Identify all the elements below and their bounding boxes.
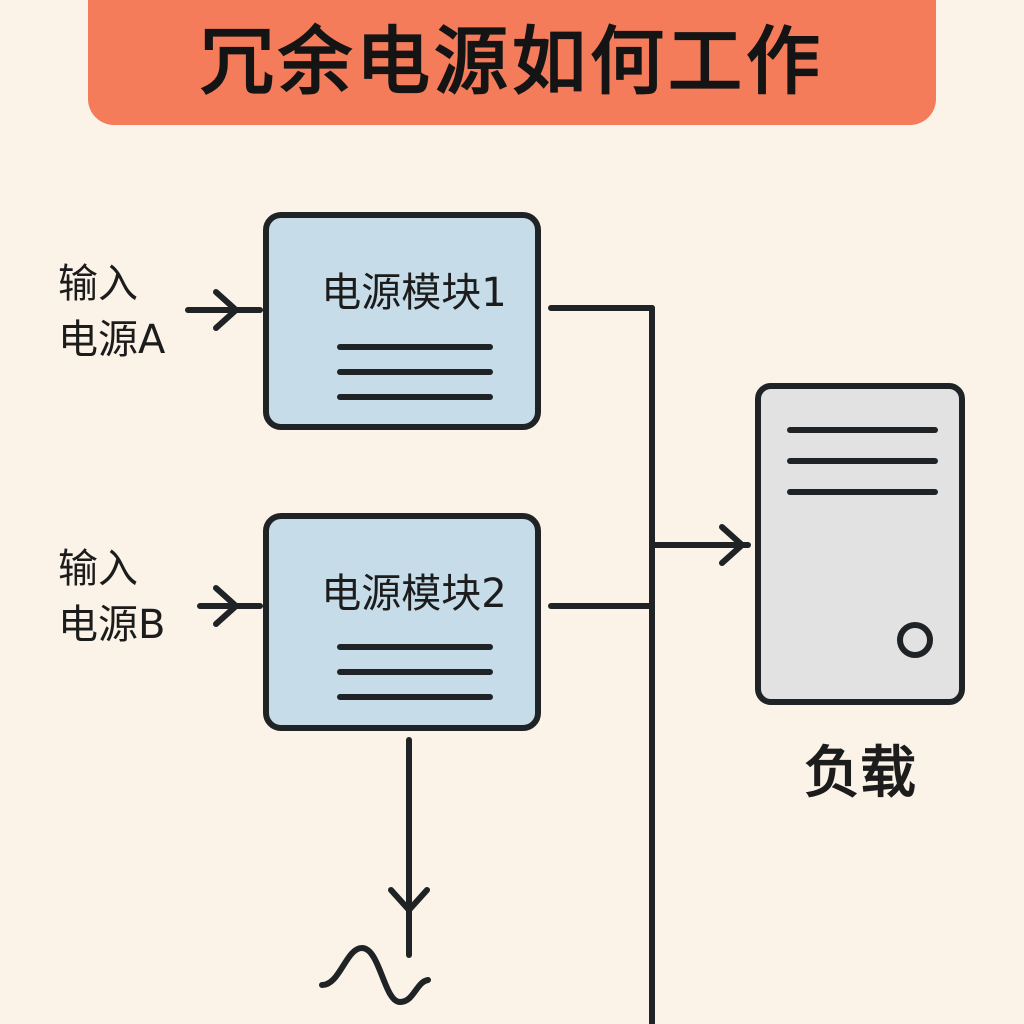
power-module-1-label: 电源模块1 [321, 270, 507, 316]
input-b-line2: 电源B [58, 602, 166, 648]
power-module-1: 电源模块1 [263, 212, 541, 430]
page-title: 冗余电源如何工作 [200, 19, 824, 105]
title-banner [88, 0, 936, 125]
input-b-line1: 输入 [58, 546, 138, 592]
power-button-icon [897, 622, 933, 658]
load-server [755, 383, 965, 705]
input-a-line2: 电源A [58, 317, 166, 363]
input-label-a: 输入 电源A [58, 256, 165, 368]
ac-wave-icon [319, 945, 431, 1005]
input-a-line1: 输入 [58, 261, 138, 307]
power-module-2-label: 电源模块2 [321, 571, 507, 617]
input-label-b: 输入 电源B [58, 541, 165, 653]
load-label: 负载 [804, 741, 916, 806]
load-feed-arrowhead [719, 524, 745, 566]
input-a-arrowhead [213, 289, 239, 331]
input-b-arrowhead [213, 585, 239, 627]
